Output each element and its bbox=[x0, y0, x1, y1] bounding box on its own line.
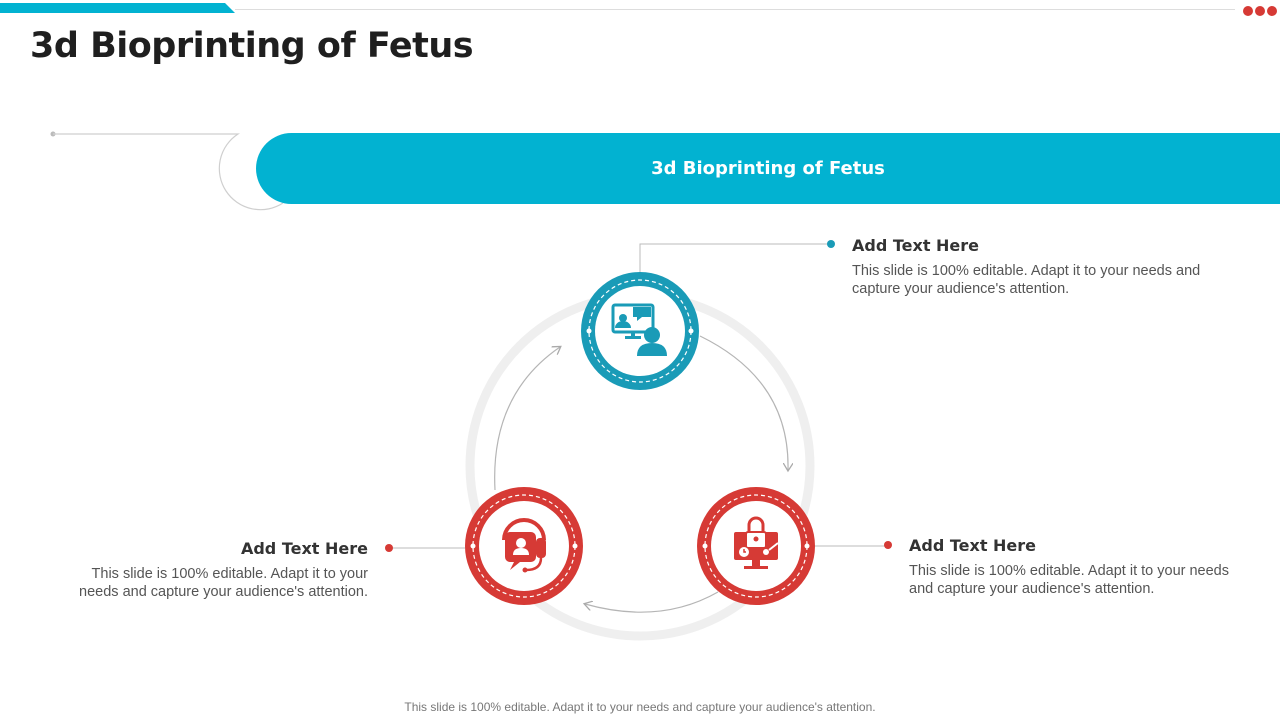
computer-security-icon bbox=[734, 516, 779, 569]
leader-line-left bbox=[385, 544, 466, 552]
text-block-heading: Add Text Here bbox=[852, 236, 980, 255]
text-block-body: This slide is 100% editable. Adapt it to… bbox=[909, 563, 1229, 597]
cycle-arrow-top-to-right bbox=[699, 335, 788, 470]
node-left bbox=[465, 487, 583, 605]
text-block-body: This slide is 100% editable. Adapt it to… bbox=[79, 566, 368, 600]
node-right bbox=[697, 487, 815, 605]
video-conference-icon bbox=[611, 303, 667, 356]
banner-label: 3d Bioprinting of Fetus bbox=[651, 158, 885, 179]
top-rule bbox=[235, 9, 1235, 10]
banner-connector bbox=[50, 131, 284, 211]
text-block-left: Add Text Here This slide is 100% editabl… bbox=[70, 539, 368, 601]
corner-dots bbox=[1242, 4, 1280, 23]
top-accent-bar bbox=[0, 0, 235, 13]
cycle-arrow-right-to-left bbox=[585, 591, 719, 613]
section-banner: 3d Bioprinting of Fetus bbox=[256, 133, 1280, 204]
cycle-arrow-left-to-top bbox=[494, 347, 560, 491]
text-block-body: This slide is 100% editable. Adapt it to… bbox=[852, 263, 1201, 297]
page-title: 3d Bioprinting of Fetus bbox=[30, 26, 474, 66]
customer-support-icon bbox=[502, 518, 546, 573]
text-block-heading: Add Text Here bbox=[909, 536, 1037, 555]
leader-line-right bbox=[815, 541, 892, 549]
text-block-heading: Add Text Here bbox=[240, 539, 368, 558]
footer-note: This slide is 100% editable. Adapt it to… bbox=[404, 700, 876, 714]
text-block-right: Add Text Here This slide is 100% editabl… bbox=[909, 536, 1249, 598]
leader-line-top bbox=[639, 240, 835, 273]
node-top bbox=[581, 272, 699, 390]
text-block-top: Add Text Here This slide is 100% editabl… bbox=[852, 236, 1232, 298]
